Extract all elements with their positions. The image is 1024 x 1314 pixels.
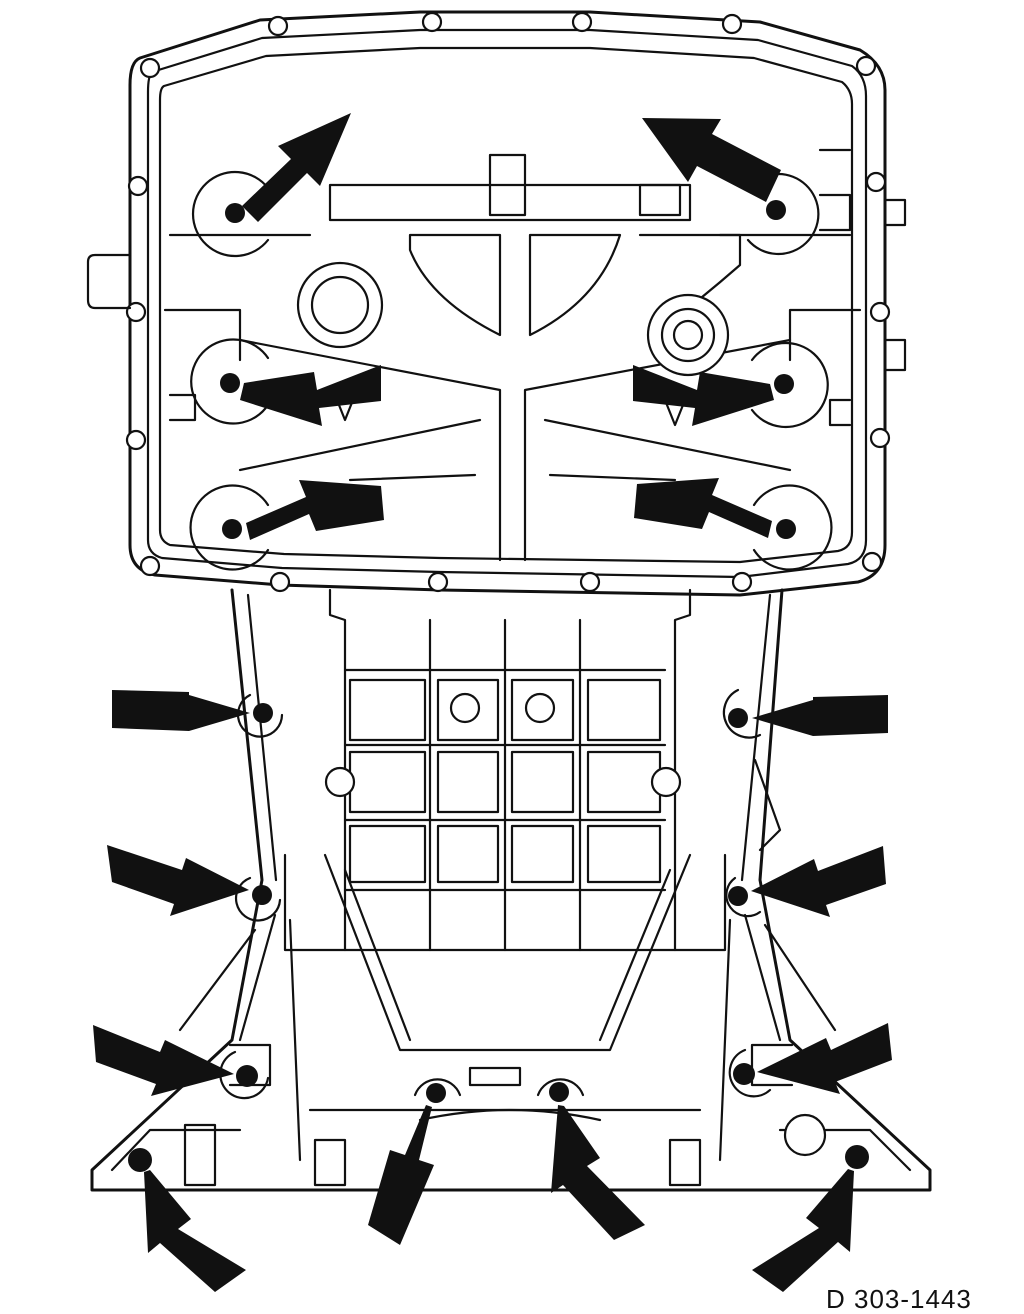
arrow-upper-right-1 bbox=[642, 118, 781, 202]
bolt-bottom-left bbox=[128, 1148, 152, 1172]
flange-screw-row bbox=[125, 11, 891, 593]
bolt-bottom-right bbox=[845, 1145, 869, 1169]
arrow-upper-right-2 bbox=[633, 365, 774, 426]
bolt-upper-right-3 bbox=[776, 519, 796, 539]
bolt-side-right-2 bbox=[728, 886, 748, 906]
bolt-upper-right-1 bbox=[766, 200, 786, 220]
arrow-upper-left-3 bbox=[246, 480, 384, 540]
arrow-side-left-3 bbox=[93, 1025, 234, 1096]
bolt-markers bbox=[128, 200, 869, 1172]
arrow-side-left-1 bbox=[112, 690, 250, 731]
bolt-side-right-1 bbox=[728, 708, 748, 728]
figure-code: D 303-1443 bbox=[826, 1284, 972, 1314]
bolt-upper-left-1 bbox=[225, 203, 245, 223]
arrow-markers bbox=[93, 113, 892, 1292]
arrow-side-right-1 bbox=[752, 695, 888, 736]
bolt-upper-right-2 bbox=[774, 374, 794, 394]
bolt-side-left-3 bbox=[236, 1065, 258, 1087]
arrow-bottom-left bbox=[144, 1170, 246, 1292]
arrow-bottom-center-left bbox=[368, 1105, 434, 1245]
arrow-bottom-right bbox=[752, 1169, 854, 1292]
arrow-upper-right-3 bbox=[634, 478, 772, 538]
arrow-side-right-3 bbox=[757, 1023, 892, 1094]
upper-pan-housing bbox=[86, 10, 907, 597]
arrow-side-left-2 bbox=[107, 845, 249, 916]
arrow-bottom-center-right bbox=[551, 1105, 645, 1240]
bolt-side-left-2 bbox=[252, 885, 272, 905]
bolt-bottom-center-left bbox=[426, 1083, 446, 1103]
bolt-upper-left-2 bbox=[220, 373, 240, 393]
bolt-side-right-3 bbox=[733, 1063, 755, 1085]
arrow-upper-left-1 bbox=[242, 113, 351, 222]
arrow-side-right-2 bbox=[751, 846, 886, 917]
bolt-side-left-1 bbox=[253, 703, 273, 723]
bolt-bottom-center-right bbox=[549, 1082, 569, 1102]
arrow-upper-left-2 bbox=[240, 365, 381, 426]
bolt-upper-left-3 bbox=[222, 519, 242, 539]
